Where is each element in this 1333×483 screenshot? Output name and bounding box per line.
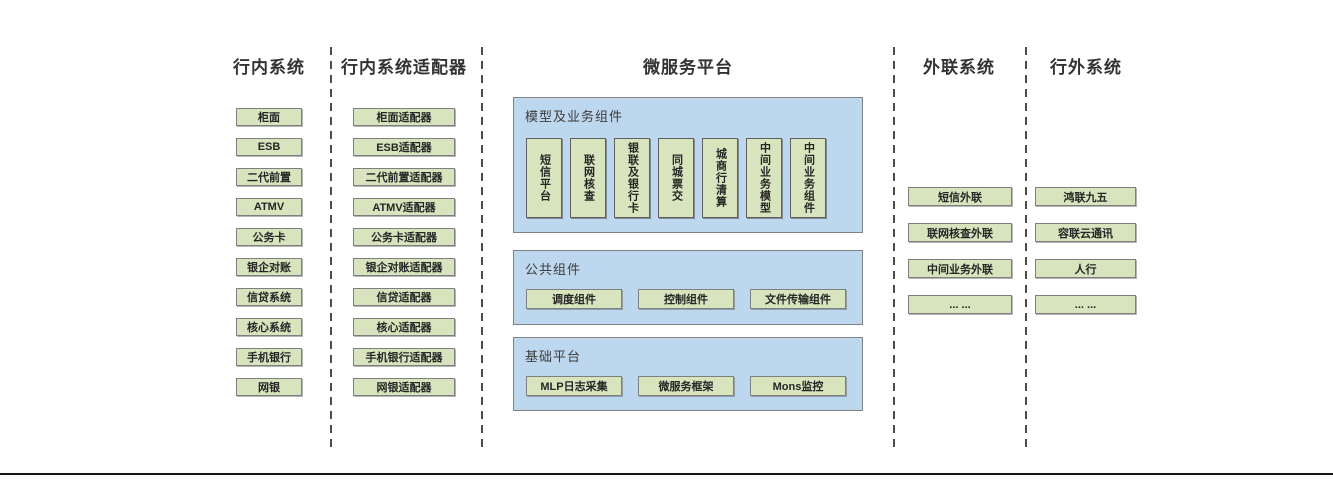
panel-model-business-components: 模型及业务组件 短信平台联网核查银联及银行卡同城票交城商行清算中间业务模型中间业…	[513, 97, 863, 233]
external-link-box: ... ...	[908, 295, 1012, 314]
bottom-rule	[0, 473, 1333, 475]
internal-adapters-list: 柜面适配器 ESB适配器二代前置适配器 ATMV适配器公务卡适配器银企对账适配器信贷…	[353, 108, 455, 396]
system-box: 银企对账	[236, 258, 302, 276]
component-box: Mons监控	[750, 376, 846, 396]
column-separator	[330, 47, 332, 450]
component-box: 微服务框架	[638, 376, 734, 396]
adapter-box: 二代前置适配器	[353, 168, 455, 186]
external-link-box: 短信外联	[908, 187, 1012, 206]
system-box: 网银	[236, 378, 302, 396]
adapter-box: 网银适配器	[353, 378, 455, 396]
system-box: 二代前置	[236, 168, 302, 186]
column-title-internal-adapters: 行内系统适配器	[341, 58, 467, 77]
external-system-box: 鸿联九五	[1035, 187, 1136, 206]
adapter-box: 手机银行适配器	[353, 348, 455, 366]
component-box-vertical: 联网核查	[570, 138, 606, 218]
component-box: 文件传输组件	[750, 289, 846, 309]
common-components-row: 调度组件控制组件文件传输组件	[526, 289, 846, 309]
external-link-box: 中间业务外联	[908, 259, 1012, 278]
adapter-box: 核心适配器	[353, 318, 455, 336]
external-system-box: 容联云通讯	[1035, 223, 1136, 242]
component-box-vertical: 短信平台	[526, 138, 562, 218]
component-box: MLP日志采集	[526, 376, 622, 396]
external-systems-list: 鸿联九五容联云通讯人行 ... ...	[1035, 187, 1136, 314]
internal-systems-list: 柜面 ESB 二代前置 ATMV 公务卡银企对账信贷系统核心系统手机银行网银	[236, 108, 302, 396]
system-box: 信贷系统	[236, 288, 302, 306]
component-box: 控制组件	[638, 289, 734, 309]
panel-label: 基础平台	[525, 349, 582, 364]
column-title-external-link-systems: 外联系统	[923, 58, 995, 77]
external-link-list: 短信外联联网核查外联中间业务外联 ... ...	[908, 187, 1012, 314]
column-title-microservice-platform: 微服务平台	[643, 58, 733, 77]
column-separator	[481, 47, 483, 450]
model-components-row: 短信平台联网核查银联及银行卡同城票交城商行清算中间业务模型中间业务组件	[526, 138, 826, 218]
column-title-external-systems: 行外系统	[1050, 58, 1122, 77]
base-platform-row: MLP日志采集微服务框架 Mons监控	[526, 376, 846, 396]
component-box-vertical: 银联及银行卡	[614, 138, 650, 218]
column-separator	[893, 47, 895, 450]
column-separator	[1025, 47, 1027, 450]
system-box: 核心系统	[236, 318, 302, 336]
external-link-box: 联网核查外联	[908, 223, 1012, 242]
panel-label: 模型及业务组件	[525, 109, 624, 124]
external-system-box: 人行	[1035, 259, 1136, 278]
adapter-box: 公务卡适配器	[353, 228, 455, 246]
system-box: 柜面	[236, 108, 302, 126]
external-system-box: ... ...	[1035, 295, 1136, 314]
system-box: ESB	[236, 138, 302, 156]
component-box: 调度组件	[526, 289, 622, 309]
panel-common-components: 公共组件 调度组件控制组件文件传输组件	[513, 250, 863, 325]
system-box: 公务卡	[236, 228, 302, 246]
system-box: ATMV	[236, 198, 302, 216]
system-box: 手机银行	[236, 348, 302, 366]
component-box-vertical: 同城票交	[658, 138, 694, 218]
adapter-box: 柜面适配器	[353, 108, 455, 126]
panel-base-platform: 基础平台 MLP日志采集微服务框架 Mons监控	[513, 337, 863, 411]
adapter-box: ATMV适配器	[353, 198, 455, 216]
column-title-internal-systems: 行内系统	[233, 58, 305, 77]
adapter-box: 银企对账适配器	[353, 258, 455, 276]
component-box-vertical: 城商行清算	[702, 138, 738, 218]
adapter-box: ESB适配器	[353, 138, 455, 156]
component-box-vertical: 中间业务组件	[790, 138, 826, 218]
component-box-vertical: 中间业务模型	[746, 138, 782, 218]
adapter-box: 信贷适配器	[353, 288, 455, 306]
panel-label: 公共组件	[525, 262, 582, 277]
